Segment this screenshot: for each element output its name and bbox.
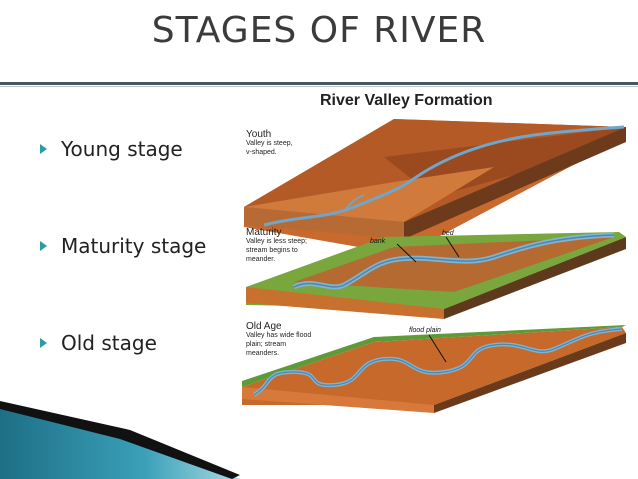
bullet-text: Old stage — [61, 331, 157, 355]
figure-title: River Valley Formation — [320, 92, 493, 109]
bullet-text: Maturity stage — [61, 234, 207, 258]
callout-bank: bank — [370, 238, 386, 245]
corner-decoration — [0, 401, 240, 479]
stage-label-youth: Youth Valley is steep, v-shaped. — [246, 130, 293, 157]
callout-flood-plain: flood plain — [409, 327, 441, 334]
stage-heading: Old Age — [246, 321, 282, 332]
stage-heading: Maturity — [246, 227, 282, 238]
callout-bed: bed — [442, 230, 454, 237]
slide-title: STAGES OF RIVER — [151, 10, 487, 51]
stage-label-maturity: Maturity Valley is less steep; stream be… — [246, 228, 307, 264]
stage-desc-line: Valley is less steep; — [246, 238, 307, 245]
maturity-block — [246, 232, 626, 319]
bullet-item-old: Old stage — [40, 331, 157, 355]
bullet-item-maturity: Maturity stage — [40, 234, 206, 258]
old-age-block — [242, 325, 626, 413]
title-divider — [0, 82, 638, 85]
bullet-arrow-icon — [40, 143, 47, 154]
stage-desc-line: plain; stream — [246, 341, 287, 348]
stage-desc-line: meanders. — [246, 350, 280, 357]
bullet-item-young: Young stage — [40, 137, 183, 161]
stage-heading: Youth — [246, 129, 272, 140]
stage-desc-line: meander. — [246, 256, 276, 263]
bullet-text: Young stage — [61, 137, 183, 161]
stage-desc-line: stream begins to — [246, 247, 298, 254]
stage-label-old-age: Old Age Valley has wide flood plain; str… — [246, 322, 311, 358]
youth-block — [244, 119, 626, 255]
stage-desc-line: Valley has wide flood — [246, 332, 312, 339]
stage-desc-line: Valley is steep, — [246, 140, 293, 147]
river-valley-illustration — [234, 87, 632, 417]
stage-desc-line: v-shaped. — [246, 149, 277, 156]
bullet-arrow-icon — [40, 337, 47, 348]
bullet-arrow-icon — [40, 240, 47, 251]
title-divider-shadow — [0, 86, 638, 87]
